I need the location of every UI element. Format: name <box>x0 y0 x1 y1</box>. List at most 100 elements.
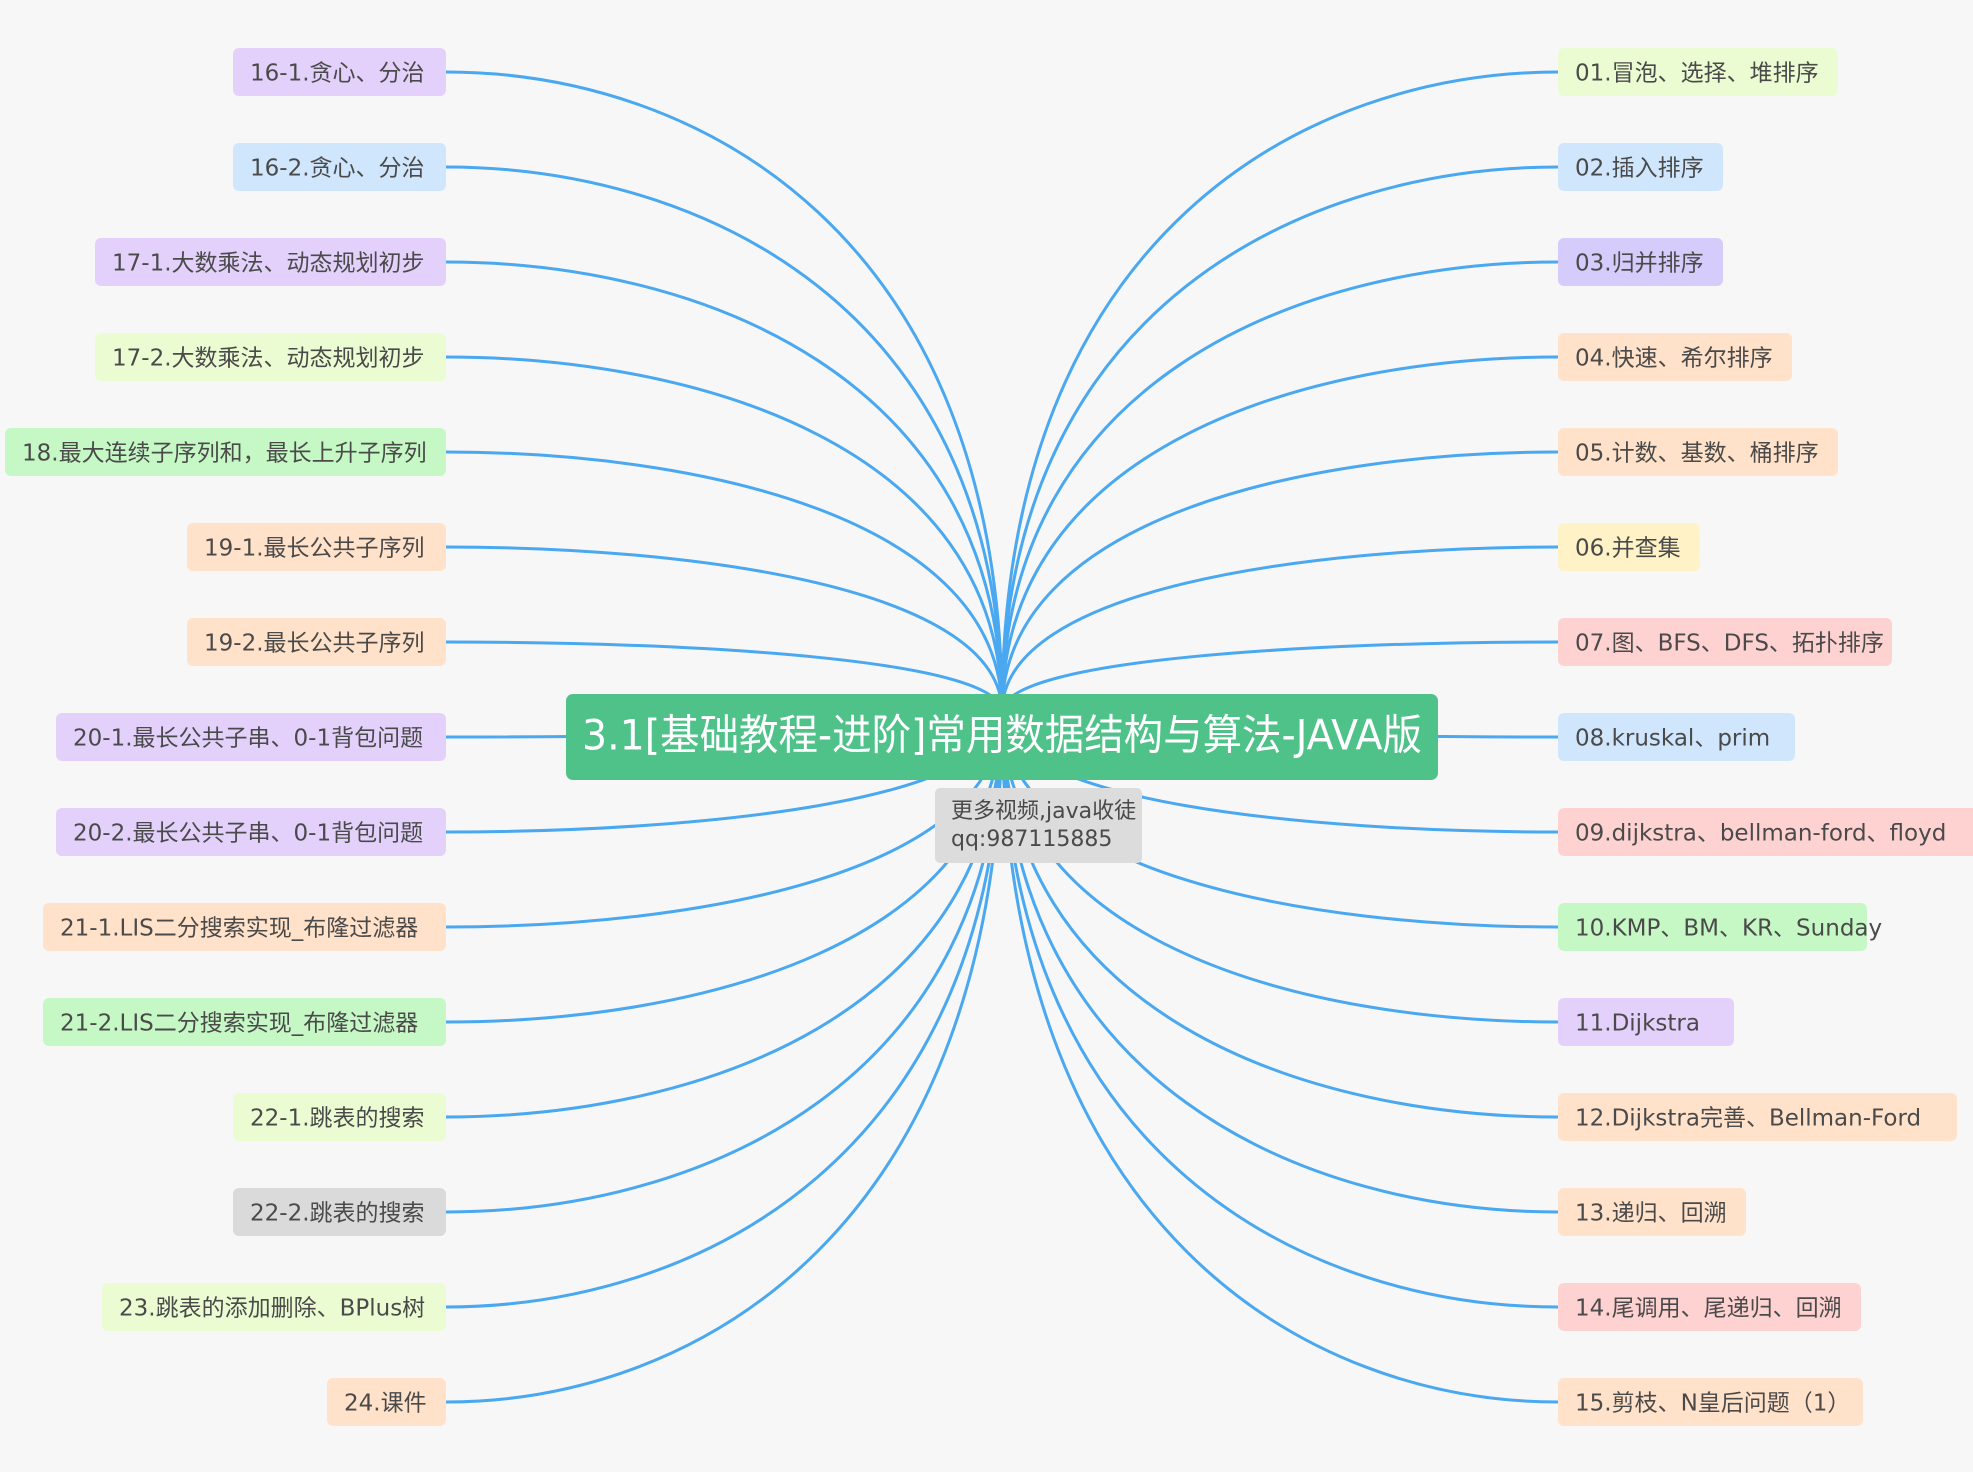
topic-nodes: 16-1.贪心、分治 16-2.贪心、分治 17-1.大数乘法、动态规划初步 17-2… <box>5 48 1973 1426</box>
topic-node-label: 12.Dijkstra完善、Bellman-Ford <box>1575 1106 1921 1132</box>
topic-node-label: 16-2.贪心、分治 <box>250 156 425 182</box>
connector-right-14 <box>1000 711 1559 1309</box>
topic-node-left-10[interactable]: 21-1.LIS二分搜索实现_布隆过滤器 <box>43 903 446 951</box>
topic-node-box <box>1558 903 1867 951</box>
topic-node-label: 02.插入排序 <box>1575 156 1704 182</box>
topic-node-left-9[interactable]: 20-2.最长公共子串、0-1背包问题 <box>56 808 446 856</box>
topic-node-box <box>327 1378 446 1426</box>
topic-node-box <box>1558 48 1838 96</box>
topic-node-label: 06.并查集 <box>1575 536 1681 562</box>
topic-node-label: 17-1.大数乘法、动态规划初步 <box>112 251 425 277</box>
central-topic[interactable]: 3.1[基础教程-进阶]常用数据结构与算法-JAVA版 <box>566 694 1438 780</box>
topic-node-label: 10.KMP、BM、KR、Sunday <box>1575 916 1882 942</box>
central-topic-box <box>566 694 1438 780</box>
connector-right-3 <box>1000 260 1559 713</box>
topic-node-left-13[interactable]: 22-2.跳表的搜索 <box>233 1188 446 1236</box>
connector-right-1 <box>1000 70 1559 713</box>
topic-node-left-15[interactable]: 24.课件 <box>327 1378 446 1426</box>
topic-node-right-1[interactable]: 01.冒泡、选择、堆排序 <box>1558 48 1838 96</box>
topic-node-label: 14.尾调用、尾递归、回溯 <box>1575 1296 1842 1322</box>
topic-node-box <box>187 618 446 666</box>
topic-node-left-5[interactable]: 18.最大连续子序列和，最长上升子序列 <box>5 428 446 476</box>
topic-node-box <box>43 998 446 1046</box>
note-box[interactable]: 更多视频,java收徒 qq:987115885 <box>935 788 1142 863</box>
connector-right-4 <box>1000 355 1559 713</box>
topic-node-label: 15.剪枝、N皇后问题（1） <box>1575 1391 1850 1417</box>
topic-node-box <box>1558 618 1892 666</box>
topic-node-right-12[interactable]: 12.Dijkstra完善、Bellman-Ford <box>1558 1093 1957 1141</box>
connector-right-6 <box>1000 545 1559 713</box>
topic-node-left-14[interactable]: 23.跳表的添加删除、BPlus树 <box>102 1283 446 1331</box>
topic-node-right-15[interactable]: 15.剪枝、N皇后问题（1） <box>1558 1378 1863 1426</box>
connector-right-13 <box>1000 711 1559 1214</box>
topic-node-left-7[interactable]: 19-2.最长公共子序列 <box>187 618 446 666</box>
topic-node-box <box>43 903 446 951</box>
topic-node-label: 04.快速、希尔排序 <box>1575 346 1773 372</box>
topic-node-right-6[interactable]: 06.并查集 <box>1558 523 1700 571</box>
topic-node-box <box>233 1188 446 1236</box>
topic-node-right-5[interactable]: 05.计数、基数、桶排序 <box>1558 428 1838 476</box>
topic-node-box <box>102 1283 446 1331</box>
connector-right-5 <box>1000 450 1559 713</box>
topic-node-label: 13.递归、回溯 <box>1575 1201 1727 1227</box>
topic-node-right-10[interactable]: 10.KMP、BM、KR、Sunday <box>1558 903 1882 951</box>
topic-node-right-2[interactable]: 02.插入排序 <box>1558 143 1723 191</box>
topic-node-box <box>233 48 446 96</box>
topic-node-box <box>56 808 446 856</box>
topic-node-right-7[interactable]: 07.图、BFS、DFS、拓扑排序 <box>1558 618 1892 666</box>
topic-node-label: 21-2.LIS二分搜索实现_布隆过滤器 <box>60 1011 418 1037</box>
topic-node-label: 22-2.跳表的搜索 <box>250 1201 425 1227</box>
topic-node-box <box>1558 713 1795 761</box>
topic-node-label: 08.kruskal、prim <box>1575 726 1770 752</box>
topic-node-left-12[interactable]: 22-1.跳表的搜索 <box>233 1093 446 1141</box>
topic-node-label: 16-1.贪心、分治 <box>250 61 425 87</box>
topic-node-label: 09.dijkstra、bellman-ford、floyd <box>1575 821 1946 847</box>
topic-node-left-3[interactable]: 17-1.大数乘法、动态规划初步 <box>95 238 446 286</box>
topic-node-box <box>1558 428 1838 476</box>
topic-node-label: 24.课件 <box>344 1391 427 1417</box>
topic-node-label: 20-2.最长公共子串、0-1背包问题 <box>73 821 423 847</box>
central-topic-title: 3.1[基础教程-进阶]常用数据结构与算法-JAVA版 <box>582 711 1422 760</box>
topic-node-box <box>56 713 446 761</box>
topic-node-box <box>1558 1283 1861 1331</box>
topic-node-label: 11.Dijkstra <box>1575 1011 1700 1037</box>
topic-node-label: 17-2.大数乘法、动态规划初步 <box>112 346 425 372</box>
topic-node-label: 01.冒泡、选择、堆排序 <box>1575 61 1819 87</box>
topic-node-box <box>1558 1188 1746 1236</box>
topic-node-right-14[interactable]: 14.尾调用、尾递归、回溯 <box>1558 1283 1861 1331</box>
connector-left-2 <box>445 165 1004 713</box>
topic-node-box <box>1558 238 1723 286</box>
connector-left-4 <box>445 355 1004 713</box>
topic-node-label: 21-1.LIS二分搜索实现_布隆过滤器 <box>60 916 418 942</box>
topic-node-left-4[interactable]: 17-2.大数乘法、动态规划初步 <box>95 333 446 381</box>
topic-node-right-4[interactable]: 04.快速、希尔排序 <box>1558 333 1792 381</box>
topic-node-box <box>1558 143 1723 191</box>
topic-node-box <box>95 333 446 381</box>
connector-left-6 <box>445 545 1004 713</box>
topic-node-box <box>1558 1378 1863 1426</box>
topic-node-right-11[interactable]: 11.Dijkstra <box>1558 998 1734 1046</box>
topic-node-left-8[interactable]: 20-1.最长公共子串、0-1背包问题 <box>56 713 446 761</box>
connector-left-3 <box>445 260 1004 713</box>
topic-node-right-8[interactable]: 08.kruskal、prim <box>1558 713 1795 761</box>
topic-node-left-1[interactable]: 16-1.贪心、分治 <box>233 48 446 96</box>
topic-node-label: 07.图、BFS、DFS、拓扑排序 <box>1575 631 1884 657</box>
topic-node-box <box>1558 523 1700 571</box>
topic-node-label: 22-1.跳表的搜索 <box>250 1106 425 1132</box>
note-line-1: 更多视频,java收徒 <box>951 799 1136 824</box>
topic-node-right-13[interactable]: 13.递归、回溯 <box>1558 1188 1746 1236</box>
connector-right-7 <box>1000 640 1559 713</box>
topic-node-right-9[interactable]: 09.dijkstra、bellman-ford、floyd <box>1558 808 1973 856</box>
topic-node-box <box>233 143 446 191</box>
topic-node-box <box>1558 1093 1957 1141</box>
topic-node-left-6[interactable]: 19-1.最长公共子序列 <box>187 523 446 571</box>
topic-node-left-2[interactable]: 16-2.贪心、分治 <box>233 143 446 191</box>
note-line-2: qq:987115885 <box>951 827 1112 852</box>
topic-node-label: 20-1.最长公共子串、0-1背包问题 <box>73 726 423 752</box>
topic-node-right-3[interactable]: 03.归并排序 <box>1558 238 1723 286</box>
topic-node-left-11[interactable]: 21-2.LIS二分搜索实现_布隆过滤器 <box>43 998 446 1046</box>
topic-node-box <box>1558 333 1792 381</box>
topic-node-label: 19-1.最长公共子序列 <box>204 536 425 562</box>
connector-left-7 <box>445 640 1004 713</box>
topic-node-label: 03.归并排序 <box>1575 251 1704 277</box>
